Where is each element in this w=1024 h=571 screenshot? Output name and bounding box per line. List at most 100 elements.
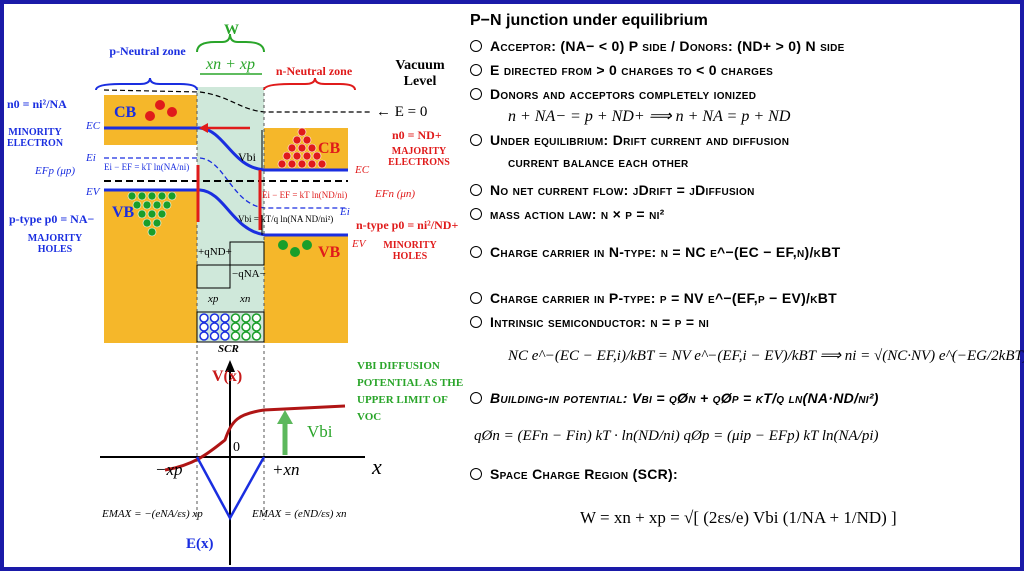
efp-label: EFp (μp) <box>35 165 76 177</box>
x-axis-label: x <box>372 454 382 479</box>
scr-ion <box>230 331 241 341</box>
hole-dot <box>147 227 157 237</box>
bullet-4-cont: current balance each other <box>508 154 689 170</box>
p-cb-label: CB <box>114 104 137 121</box>
electron-dot <box>282 151 292 161</box>
scr-ion <box>199 331 209 341</box>
minority-holes-label: minority holes <box>383 240 437 262</box>
n-vb-label: VB <box>318 244 341 261</box>
emax-left-eq: EMAX = −(eNA/εs) xp <box>102 508 203 520</box>
vx-label: V(x) <box>212 368 243 385</box>
p-neutral-zone-label: p-Neutral zone <box>109 44 186 58</box>
p-vb-hole-pile <box>127 191 177 237</box>
e-zero-label: ← E = 0 <box>376 104 428 120</box>
diffusion-note: Vbi Diffusion potential as the upper lim… <box>357 360 464 423</box>
scr-ion <box>251 313 262 323</box>
scr-ion <box>230 313 241 323</box>
electron-dot <box>292 151 302 161</box>
bullet-9: Intrinsic semiconductor: n = p = ni <box>470 314 709 332</box>
p-vb-label: VB <box>112 204 135 221</box>
vbi-equation: Vbi = kT/q ln(NA ND/ni²) <box>238 214 334 224</box>
ptype-label: p-type p0 = NA− <box>9 212 95 226</box>
minority-electron-label: minority electron <box>6 127 64 149</box>
vbi-label: Vbi <box>238 150 256 164</box>
bullet-8: Charge carrier in P-type: p = NV e^−(EF,… <box>470 290 837 308</box>
hole-dot <box>152 218 162 228</box>
w-brace <box>196 33 265 53</box>
n-vb-holes <box>278 240 312 257</box>
plus-xn-label: +xn <box>272 460 300 479</box>
majority-holes-label: majority holes <box>27 233 83 255</box>
hole-dot <box>137 209 147 219</box>
xn-top-label: xn <box>240 293 251 305</box>
scr-ion <box>199 313 209 323</box>
bullet-2: E directed from > 0 charges to < 0 charg… <box>470 62 773 80</box>
zero-label: 0 <box>233 440 240 455</box>
bullet-10: Building-in potential: Vbi = qØn + qØp =… <box>470 390 879 408</box>
electron-dot <box>287 159 297 169</box>
bullet-6: mass action law: n × p = ni² <box>470 206 665 224</box>
scr-ion <box>220 331 230 341</box>
acceptor-charge-bar <box>196 264 231 289</box>
hole-dot <box>142 200 152 210</box>
n0-left-label: n0 = ni²/NA <box>7 97 67 111</box>
minus-xp-label: −xp <box>155 460 183 479</box>
ev-left-label: EV <box>86 186 100 198</box>
n-cb-electron-pile <box>277 127 327 169</box>
electron-dot <box>292 135 302 145</box>
scr-ion <box>241 322 251 332</box>
electron-dot <box>297 143 307 153</box>
ntype-label: n-type p0 = ni²/ND+ <box>356 218 459 232</box>
hole-dot <box>142 218 152 228</box>
scr-ion <box>241 313 251 323</box>
hole-dot <box>132 200 142 210</box>
hole-dot <box>147 191 157 201</box>
hole-dot <box>152 200 162 210</box>
n0-right-label: n0 = ND+ <box>392 128 442 142</box>
n-neutral-zone-label: n-Neutral zone <box>275 64 353 78</box>
ev-right-label: EV <box>352 238 366 250</box>
bullet-1: Acceptor: (NA− < 0) P side / Donors: (ND… <box>470 38 845 56</box>
n-zone-brace <box>263 77 356 91</box>
hole-dot <box>157 209 167 219</box>
hole-dot <box>167 191 177 201</box>
electron-dot <box>312 151 322 161</box>
pn-junction-diagram <box>95 33 370 565</box>
ec-right-label: EC <box>355 164 370 176</box>
scr-ion-grid <box>199 313 262 341</box>
vbi-green-label: Vbi <box>307 422 333 441</box>
donor-charge-bar <box>229 241 265 266</box>
electron-dot <box>317 159 327 169</box>
bullet-11-equation: W = xn + xp = √[ (2εs/e) Vbi (1/NA + 1/N… <box>580 508 897 527</box>
electron-dot <box>297 159 307 169</box>
scr-label: SCR <box>218 343 239 355</box>
scr-ion <box>220 322 230 332</box>
scr-ion <box>199 322 209 332</box>
w-label: W <box>224 22 239 38</box>
electron-dot <box>277 159 287 169</box>
bullet-5: No net current flow: jDrift = jDiffusion <box>470 182 755 200</box>
ei-ef-left-eq: Ei − EF = kT ln(NA/ni) <box>104 162 190 172</box>
p-cb-electrons <box>145 100 177 121</box>
p-zone-brace <box>95 77 198 91</box>
hole-dot <box>137 191 147 201</box>
hole-dot <box>147 209 157 219</box>
hole-dot <box>157 191 167 201</box>
majority-electrons-label: majority electrons <box>388 146 450 168</box>
potential-curve <box>164 404 346 472</box>
scr-ion <box>209 313 220 323</box>
electron-dot <box>297 127 307 137</box>
ei-right-label: Ei <box>340 206 350 218</box>
ex-label: E(x) <box>186 536 214 552</box>
scr-ion <box>220 313 230 323</box>
efield-arrow-head <box>199 123 208 133</box>
hole-dot <box>127 191 137 201</box>
electron-dot <box>307 143 317 153</box>
scr-ion <box>241 331 251 341</box>
n-vb-block <box>264 235 348 343</box>
scr-ion <box>251 331 262 341</box>
qna-label: −qNA− <box>232 268 266 280</box>
emax-right-eq: EMAX = (eND/εs) xn <box>252 508 347 520</box>
notes-title: P−N junction under equilibrium <box>470 12 708 29</box>
